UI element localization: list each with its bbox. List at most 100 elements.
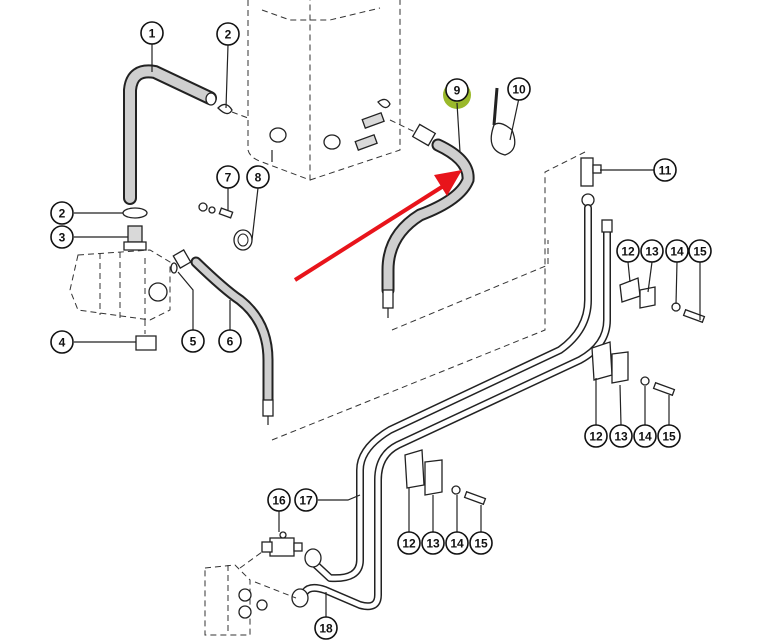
callout-label: 10 [512,83,526,97]
callout-label: 18 [319,622,333,636]
callout-circle [50,330,74,354]
tube-17 [304,204,592,583]
callout-label: 3 [59,231,66,245]
callout-circle [445,531,469,555]
callout-circle [397,531,421,555]
callout-label: 4 [59,336,66,350]
callout-14: 14 [665,239,689,263]
callout-label: 15 [474,537,488,551]
callout-10: 10 [507,77,531,101]
callout-label: 14 [638,430,652,444]
callout-circle [421,531,445,555]
callout-18: 18 [314,616,338,640]
callout-6: 6 [218,329,242,353]
callout-label: 8 [255,171,262,185]
callout-14: 14 [633,424,657,448]
bolt-7 [198,202,234,219]
callout-circle [688,239,712,263]
callout-label: 15 [693,245,707,259]
callout-9: 9 [445,78,469,102]
clamp-set-lower [404,449,487,506]
tank-port [323,134,341,150]
fitting-3 [123,225,147,251]
callout-circle [653,158,677,182]
callout-label: 16 [272,494,286,508]
tee-fitting-11 [544,151,602,232]
callout-circle [216,165,240,189]
callout-1: 1 [140,21,164,45]
callout-15: 15 [657,424,681,448]
clamp-set-middle [591,341,676,397]
callout-circle [314,616,338,640]
callout-4: 4 [50,330,74,354]
callout-label: 15 [662,430,676,444]
callout-circle [181,329,205,353]
callout-label: 11 [659,164,672,178]
callout-circle [216,22,240,46]
clamp-set-upper [619,277,706,324]
callout-13: 13 [609,424,633,448]
callout-13: 13 [640,239,664,263]
callout-17: 17 [294,488,318,512]
callout-8: 8 [246,165,270,189]
callout-5: 5 [181,329,205,353]
cable-tie-10 [490,87,516,156]
callout-circle [507,77,531,101]
callout-16: 16 [267,488,291,512]
callout-label: 5 [190,335,197,349]
callout-circle [665,239,689,263]
callout-circle [50,201,74,225]
callout-label: 1 [149,27,156,41]
hose-clamp-2-top [217,103,233,115]
o-ring-5 [170,262,178,274]
callout-label: 12 [589,430,603,444]
tee-fitting-16 [261,531,303,557]
callout-label: 2 [225,28,232,42]
callout-circle [140,21,164,45]
callout-13: 13 [421,531,445,555]
callout-11: 11 [653,158,677,182]
clip-8 [233,229,253,251]
callout-12: 12 [616,239,640,263]
tank-outline [247,0,401,181]
callout-circle [246,165,270,189]
callout-circle [616,239,640,263]
callout-circle [633,424,657,448]
hose-9 [381,123,475,318]
hose-1 [123,64,217,205]
callout-label: 12 [402,537,416,551]
callout-circle [50,225,74,249]
callout-circle [218,329,242,353]
callout-12: 12 [397,531,421,555]
callout-label: 14 [450,537,464,551]
callout-14: 14 [445,531,469,555]
callout-circle [267,488,291,512]
callout-label: 17 [299,494,313,508]
valve-block [204,551,297,636]
callout-label: 13 [614,430,628,444]
red-arrow-pointer [293,170,462,282]
callout-2: 2 [216,22,240,46]
callout-label: 7 [225,171,232,185]
callout-circle [469,531,493,555]
callout-label: 9 [454,84,461,98]
callout-3: 3 [50,225,74,249]
flange-4 [135,335,157,351]
callout-circle [445,78,469,102]
callout-15: 15 [469,531,493,555]
hose-clamp-2-bottom [122,207,148,219]
callout-circle [640,239,664,263]
callout-label: 2 [59,207,66,221]
callout-label: 13 [645,245,659,259]
callout-circle [657,424,681,448]
callout-circle [294,488,318,512]
callout-label: 6 [227,335,234,349]
callout-label: 14 [670,245,684,259]
tank-fittings [354,98,416,151]
callout-label: 12 [621,245,635,259]
leader-lines [74,44,701,617]
callout-12: 12 [584,424,608,448]
